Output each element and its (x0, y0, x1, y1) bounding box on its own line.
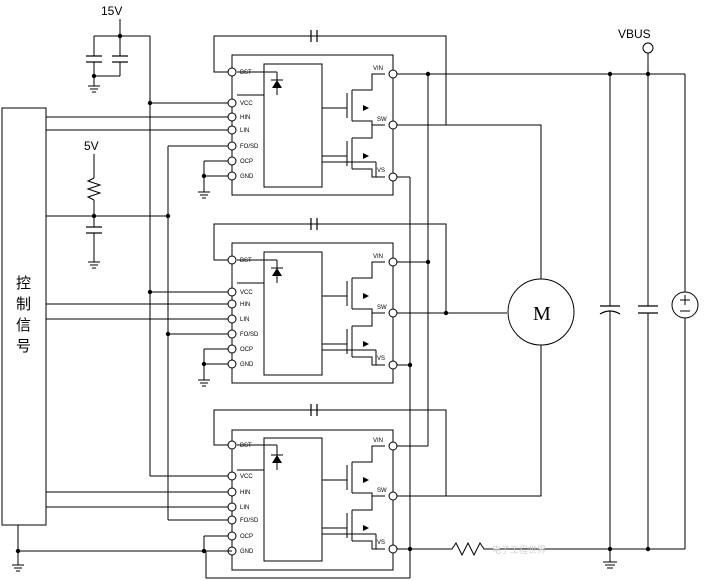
controller-label-char-1: 控 (16, 274, 31, 292)
driver-2-pin-lin: LIN (240, 317, 249, 323)
driver-2-pin-vcc: VCC (240, 290, 253, 296)
driver-module-1 (213, 30, 447, 196)
driver-1-pin-fo-sd: FO/SD (240, 144, 259, 150)
vbus-terminal (642, 42, 654, 54)
driver-3-pin-bst: BST (240, 443, 252, 449)
supply-15v-network (86, 19, 151, 476)
driver-module-2 (213, 218, 447, 384)
motor-phase-wiring (443, 124, 542, 497)
controller-label-char-4: 号 (16, 337, 31, 355)
driver-2-pin-vs: VS (377, 356, 385, 362)
driver-3-pin-ocp: OCP (240, 534, 253, 540)
controller-label-char-2: 制 (16, 295, 31, 313)
supply-5v-network (46, 146, 171, 520)
controller-label-char-3: 信 (16, 316, 31, 334)
motor (507, 278, 575, 346)
driver-1-pin-vin: VIN (373, 66, 383, 72)
motor-label: M (533, 303, 551, 325)
driver-2-pin-gnd: GND (240, 362, 254, 368)
label-5v: 5V (84, 139, 99, 153)
driver-1-pin-vs: VS (377, 168, 385, 174)
driver-3-pin-gnd: GND (240, 549, 254, 555)
driver-1-ground (198, 160, 228, 199)
bulk-capacitor-2 (610, 74, 685, 552)
driver-module-3 (213, 404, 447, 571)
driver-3-pin-hin: HIN (240, 490, 250, 496)
driver-1-pins (227, 67, 398, 182)
driver-1-pin-hin: HIN (240, 115, 250, 121)
shunt-resistor (446, 541, 610, 557)
driver-2-pin-bst: BST (240, 258, 252, 264)
driver-3-pin-vs: VS (377, 540, 385, 546)
driver-1-pin-bst: BST (240, 70, 252, 76)
driver-1-pin-sw: SW (377, 117, 387, 123)
driver-1-pin-gnd: GND (240, 174, 254, 180)
bulk-capacitor-1 (599, 74, 621, 569)
driver-2-pins (227, 255, 398, 370)
driver-3-pin-fo-sd: FO/SD (240, 518, 259, 524)
driver-2-pin-hin: HIN (240, 302, 250, 308)
driver-3-pin-sw: SW (377, 488, 387, 494)
driver-1-pin-vcc: VCC (240, 101, 253, 107)
driver-3-pin-vcc: VCC (240, 474, 253, 480)
label-15v: 15V (101, 4, 122, 18)
driver-2-pin-sw: SW (377, 305, 387, 311)
driver-1-pin-lin: LIN (240, 128, 249, 134)
controller-block (1, 107, 47, 526)
watermark: 电子工程世界 (492, 544, 546, 555)
driver-1-pin-ocp: OCP (240, 159, 253, 165)
driver-2-ground (198, 348, 228, 387)
dc-voltage-source (671, 74, 699, 549)
vs-return-bus (205, 176, 446, 579)
driver-3-pin-vin: VIN (373, 438, 383, 444)
driver-3-pin-lin: LIN (240, 505, 249, 511)
driver-2-pin-ocp: OCP (240, 347, 253, 353)
driver-2-pin-fo-sd: FO/SD (240, 332, 259, 338)
vin-bus (397, 71, 685, 447)
label-vbus: VBUS (618, 27, 651, 41)
control-signal-lines (12, 100, 232, 572)
driver-2-pin-vin: VIN (373, 254, 383, 260)
